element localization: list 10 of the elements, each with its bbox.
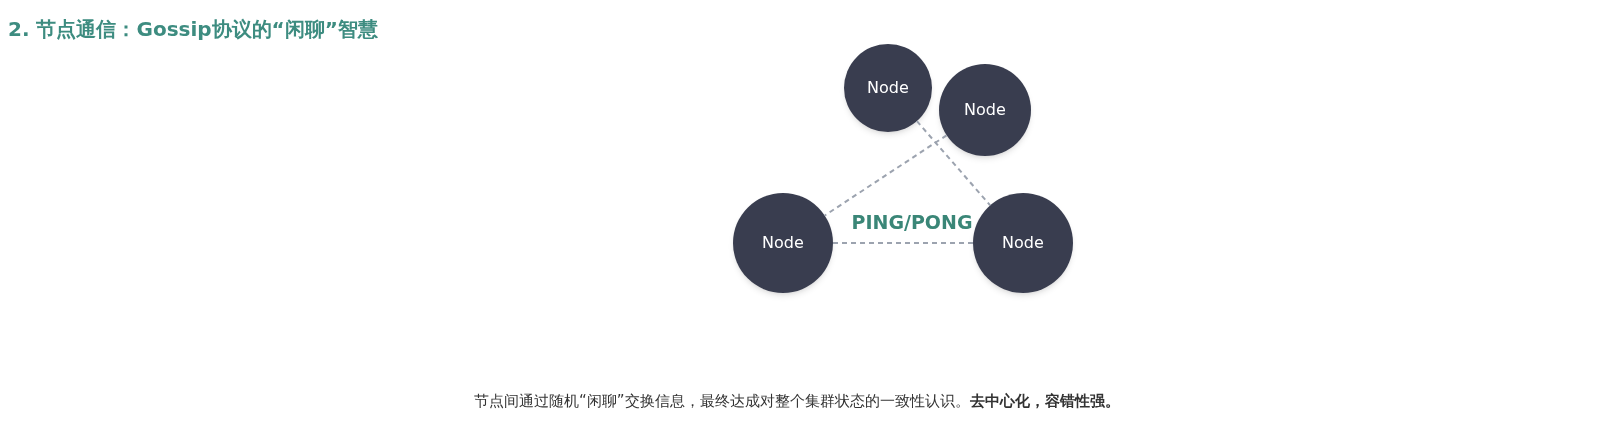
caption: 节点间通过随机“闲聊”交换信息，最终达成对整个集群状态的一致性认识。去中心化，容错性强。 bbox=[474, 391, 1120, 412]
node-label: Node bbox=[964, 99, 1006, 121]
node-label: Node bbox=[867, 77, 909, 99]
protocol-label: PING/PONG bbox=[851, 210, 973, 235]
dashed-connector bbox=[832, 242, 974, 244]
node-label: Node bbox=[762, 232, 804, 254]
node-label: Node bbox=[1002, 232, 1044, 254]
dashed-connector bbox=[823, 134, 948, 217]
title: 2. 节点通信：Gossip协议的“闲聊”智慧 bbox=[8, 16, 378, 43]
dashed-connector bbox=[915, 120, 992, 207]
